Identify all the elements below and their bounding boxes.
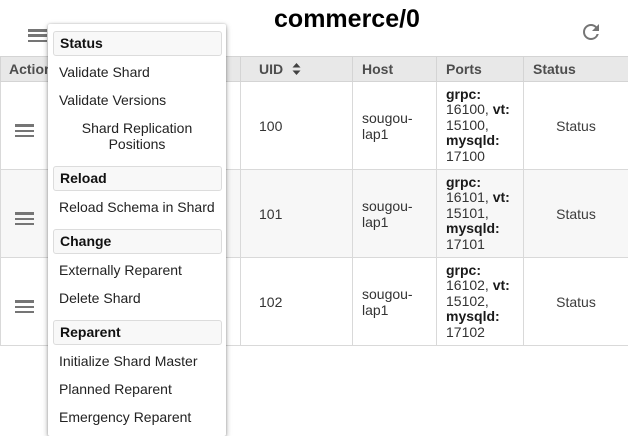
column-header-host: Host [353,57,437,82]
hamburger-icon[interactable] [15,212,34,225]
uid-cell: 101 [241,170,353,258]
column-header-action: Action [1,57,49,82]
refresh-icon[interactable] [579,20,603,44]
row-actions-cell [1,170,49,258]
hamburger-icon[interactable] [15,124,34,137]
menu-item-emergency-reparent[interactable]: Emergency Reparent [48,403,226,431]
host-cell: sougou-lap1 [353,82,437,170]
ports-cell: grpc: 16101, vt: 15101, mysqld: 17101 [437,170,524,258]
menu-item-shard-replication-positions[interactable]: Shard Replication Positions [48,114,226,158]
uid-cell: 102 [241,258,353,346]
status-link[interactable]: Status [524,82,628,170]
menu-item-planned-reparent[interactable]: Planned Reparent [48,375,226,403]
uid-cell: 100 [241,82,353,170]
menu-section-header-status: Status [53,31,222,56]
status-link[interactable]: Status [524,258,628,346]
row-actions-cell [1,82,49,170]
menu-item-externally-reparent[interactable]: Externally Reparent [48,256,226,284]
column-header-uid[interactable]: UID [241,57,353,82]
hamburger-icon[interactable] [28,29,47,42]
menu-item-delete-shard[interactable]: Delete Shard [48,284,226,312]
page-title: commerce/0 [274,5,420,34]
menu-section-header-reparent: Reparent [53,320,222,345]
menu-item-validate-versions[interactable]: Validate Versions [48,86,226,114]
hamburger-icon[interactable] [15,300,34,313]
sort-arrows-icon[interactable] [292,63,301,75]
menu-item-validate-shard[interactable]: Validate Shard [48,58,226,86]
menu-section-header-change: Change [53,229,222,254]
column-header-ports: Ports [437,57,524,82]
ports-cell: grpc: 16102, vt: 15102, mysqld: 17102 [437,258,524,346]
status-link[interactable]: Status [524,170,628,258]
menu-item-reload-schema-in-shard[interactable]: Reload Schema in Shard [48,193,226,221]
host-cell: sougou-lap1 [353,170,437,258]
row-actions-cell [1,258,49,346]
menu-section-header-reload: Reload [53,166,222,191]
column-header-status: Status [524,57,628,82]
host-cell: sougou-lap1 [353,258,437,346]
menu-item-initialize-shard-master[interactable]: Initialize Shard Master [48,347,226,375]
ports-cell: grpc: 16100, vt: 15100, mysqld: 17100 [437,82,524,170]
